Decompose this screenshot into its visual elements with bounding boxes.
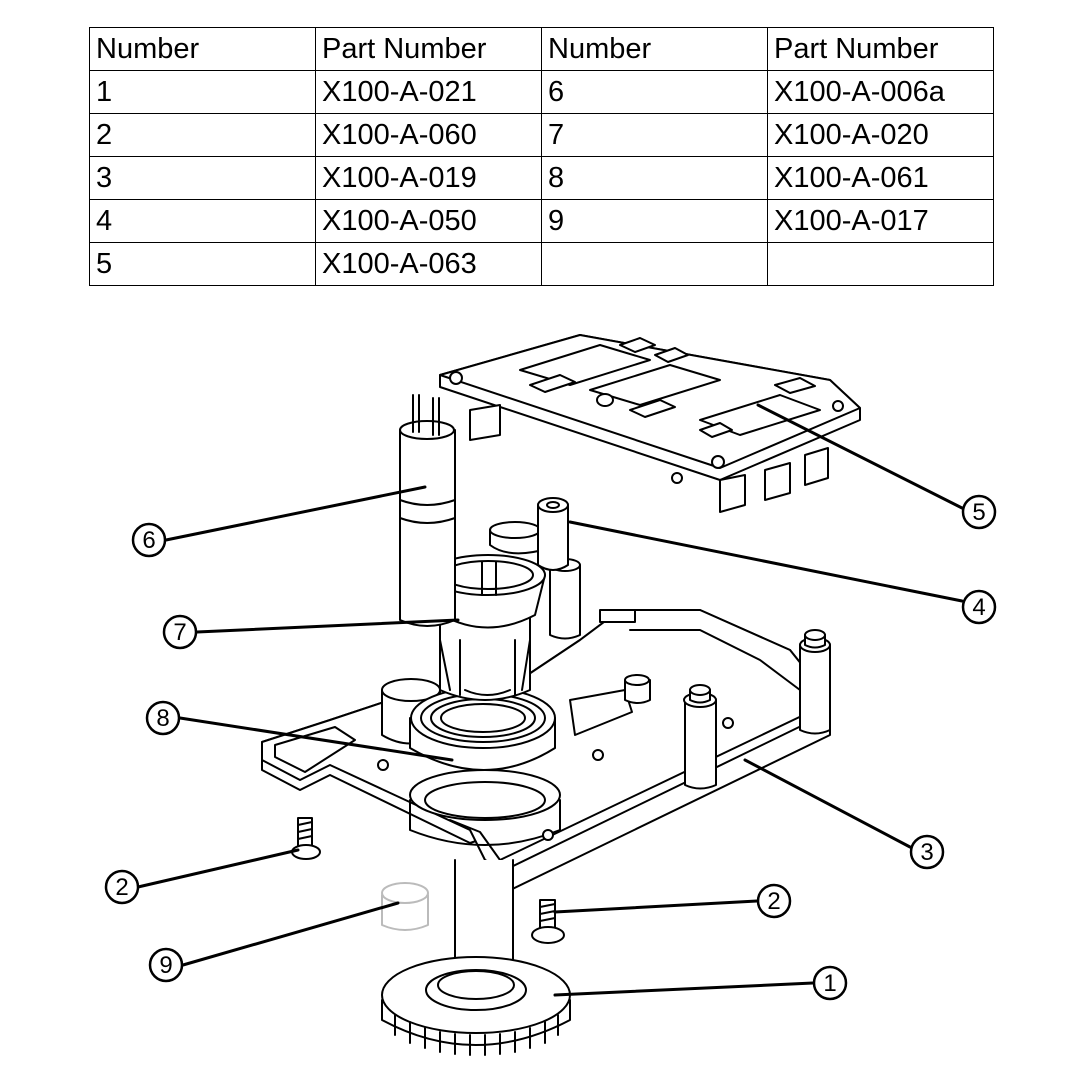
header-number: Number (89, 27, 316, 71)
sleeve-drawing (430, 554, 546, 701)
table-row: 4 X100-A-050 9 X100-A-017 (89, 199, 994, 243)
screw-left-drawing (291, 817, 321, 860)
cell-number: 6 (541, 70, 768, 114)
screw-right-drawing (531, 899, 565, 944)
callout-6: 6 (131, 522, 167, 558)
callout-5-label: 5 (972, 499, 985, 526)
callout-1-label: 1 (823, 970, 836, 997)
callout-1: 1 (812, 965, 848, 1001)
cell-part-number: X100-A-050 (315, 199, 542, 243)
callout-7: 7 (162, 614, 198, 650)
callout-3-label: 3 (920, 839, 933, 866)
shaft-post-drawing (489, 497, 581, 640)
callout-9: 9 (148, 947, 184, 983)
cell-part-number: X100-A-060 (315, 113, 542, 157)
cell-part-number: X100-A-019 (315, 156, 542, 200)
callout-2-right-label: 2 (767, 888, 780, 915)
cell-number: 8 (541, 156, 768, 200)
pcb-drawing (439, 334, 861, 513)
callout-2-left: 2 (104, 869, 140, 905)
header-part-number: Part Number (315, 27, 542, 71)
cell-number: 2 (89, 113, 316, 157)
cell-part-number: X100-A-020 (767, 113, 994, 157)
callout-8: 8 (145, 700, 181, 736)
cell-number: 4 (89, 199, 316, 243)
callout-7-label: 7 (173, 619, 186, 646)
cell-part-number: X100-A-063 (315, 242, 542, 286)
callout-2-left-label: 2 (115, 874, 128, 901)
motor-drawing (399, 394, 456, 627)
cell-number (541, 242, 768, 286)
cell-part-number (767, 242, 994, 286)
callout-6-label: 6 (142, 527, 155, 554)
leader-lines (136, 403, 964, 997)
cell-part-number: X100-A-021 (315, 70, 542, 114)
table-row: 5 X100-A-063 (89, 242, 994, 286)
callout-4: 4 (961, 589, 997, 625)
cell-number: 5 (89, 242, 316, 286)
parts-table: Number Part Number Number Part Number 1 … (89, 27, 994, 286)
callouts: 6 7 8 2 9 2 1 3 (104, 494, 997, 1001)
callout-4-label: 4 (972, 594, 985, 621)
callout-3: 3 (909, 834, 945, 870)
callout-9-label: 9 (159, 952, 172, 979)
cell-part-number: X100-A-017 (767, 199, 994, 243)
bearing-drawing (409, 687, 556, 771)
callout-2-right: 2 (756, 883, 792, 919)
table-row: 1 X100-A-021 6 X100-A-006a (89, 70, 994, 114)
header-number: Number (541, 27, 768, 71)
callout-5: 5 (961, 494, 997, 530)
output-gear-drawing (381, 859, 571, 1056)
callout-8-label: 8 (156, 705, 169, 732)
